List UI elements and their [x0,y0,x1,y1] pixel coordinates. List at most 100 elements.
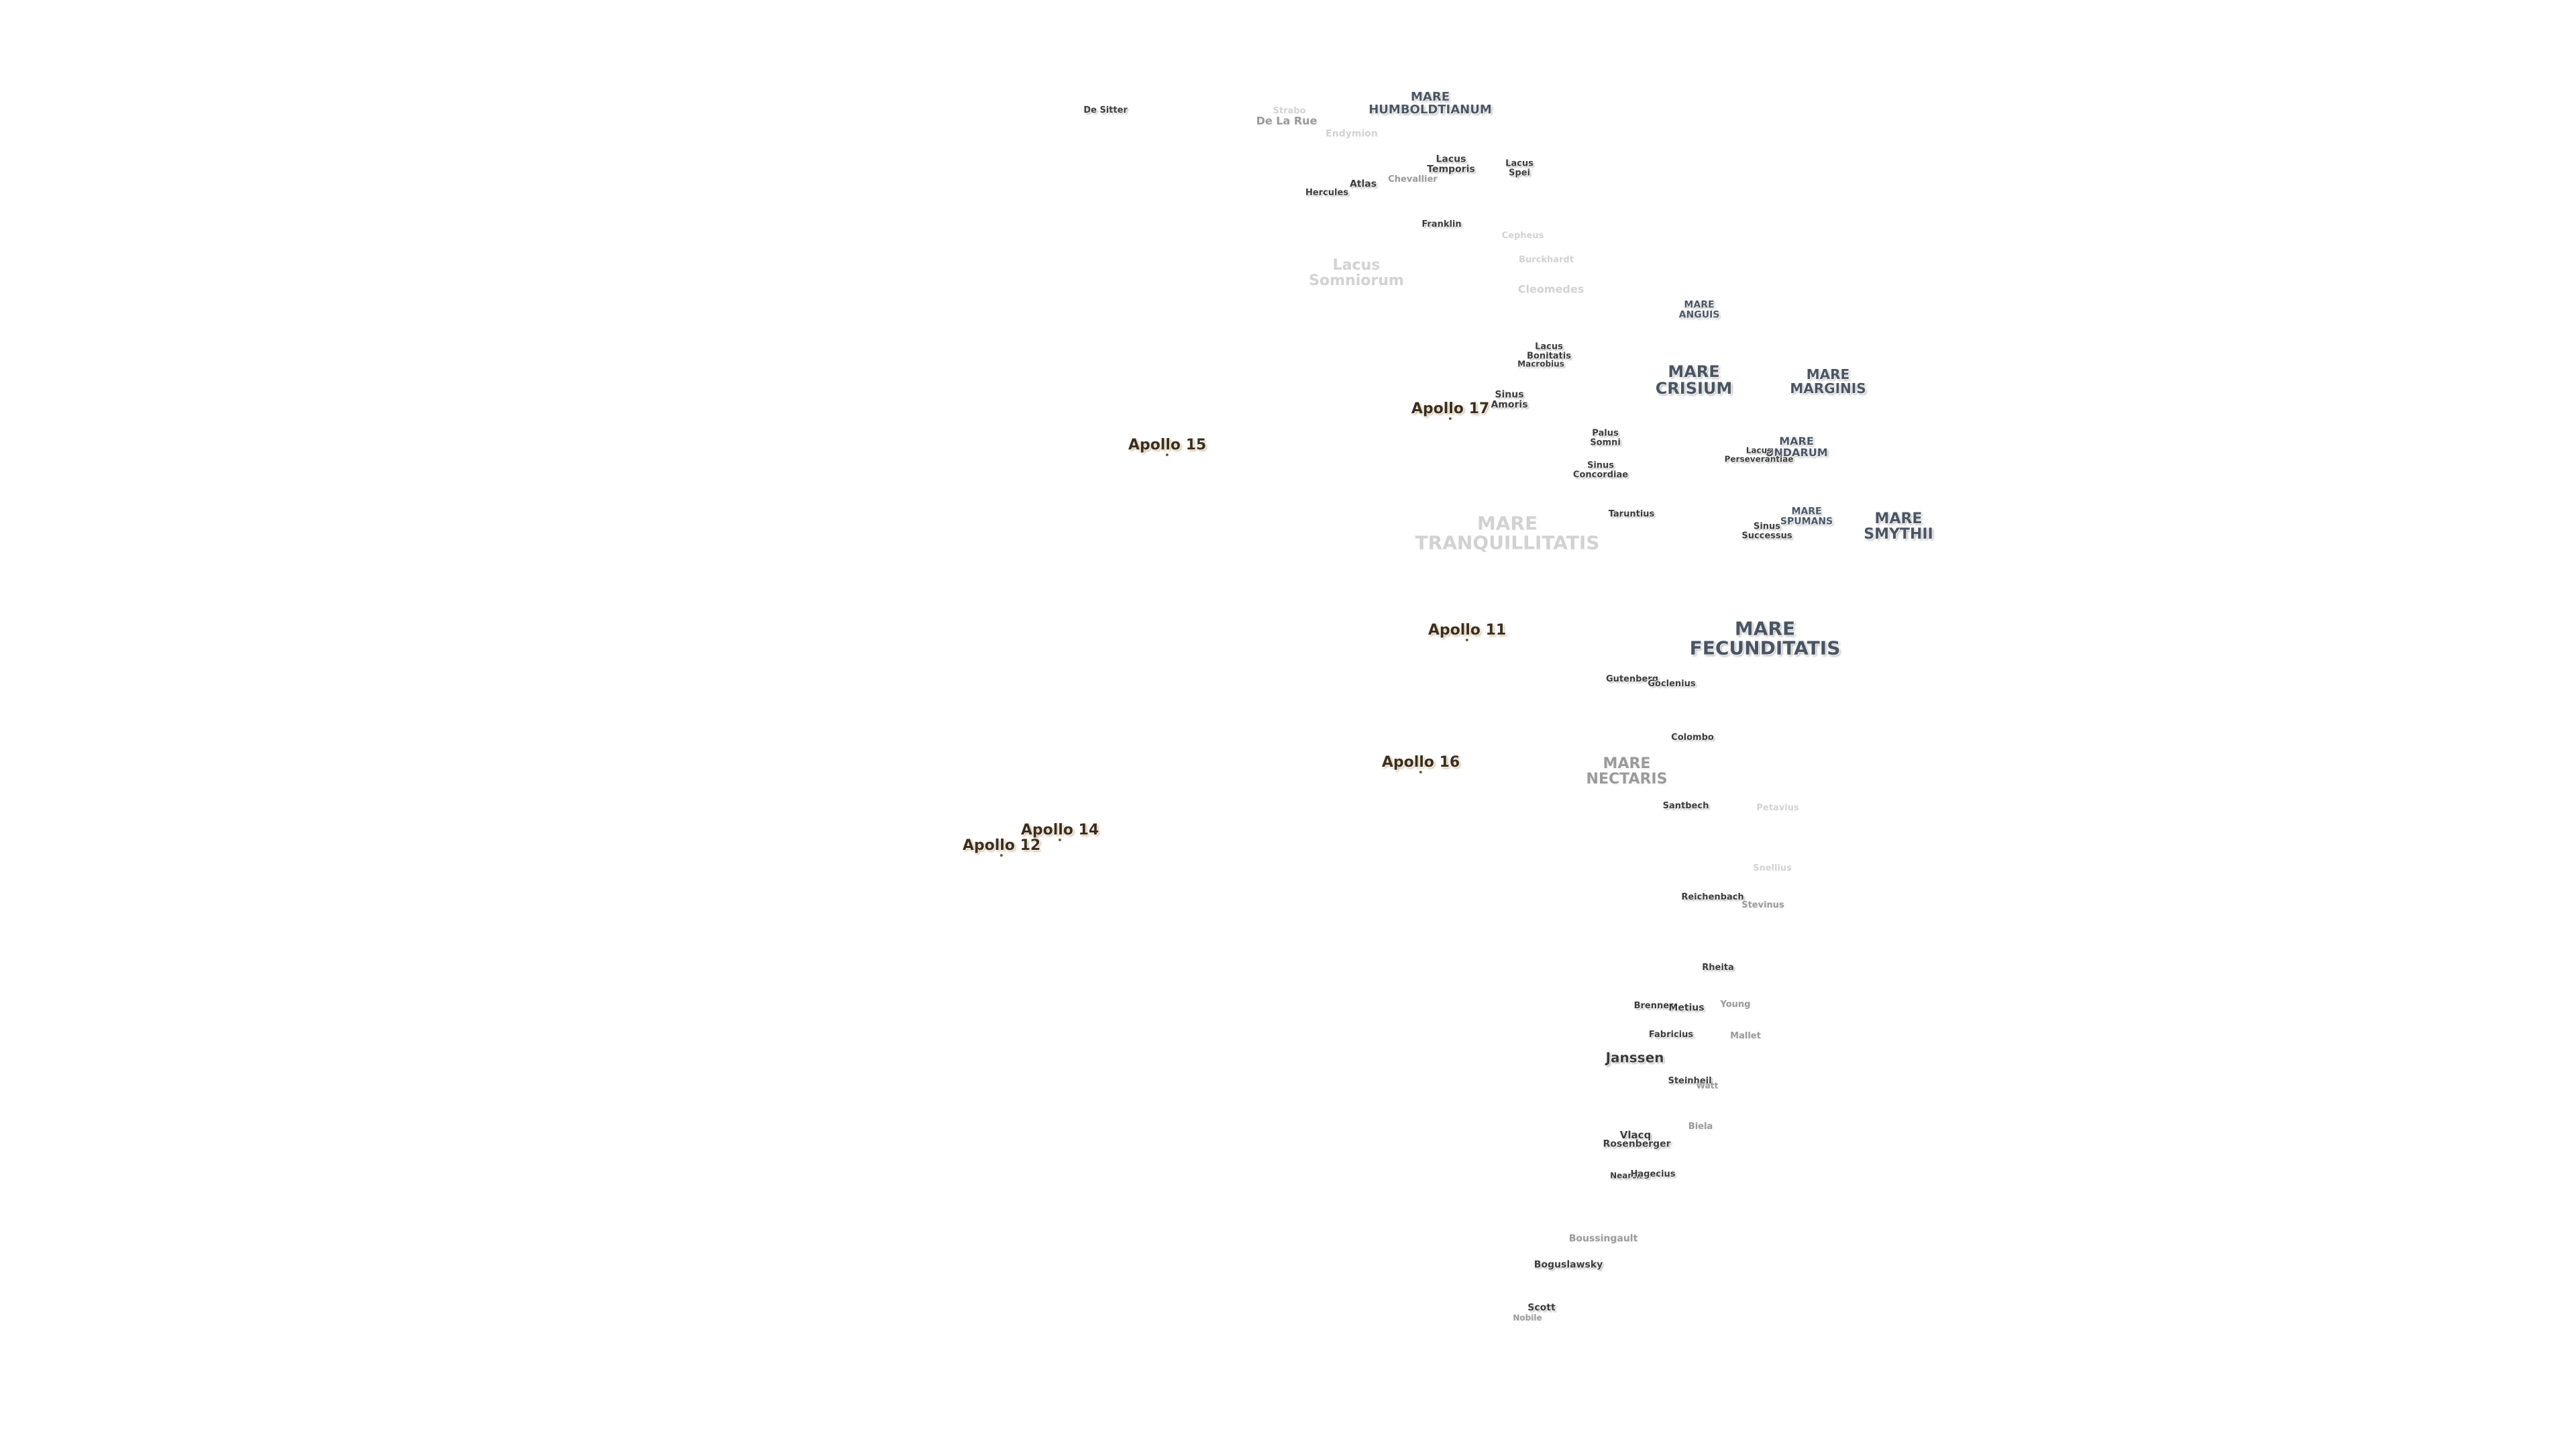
lacus-perseverantiae-label: Lacus Perseverantiae [1725,446,1794,463]
crater-young-label: Young [1720,1000,1751,1010]
crater-atlas-label: Atlas [1349,178,1377,190]
label-line: Somniorum [1309,272,1404,289]
label-line: HUMBOLDTIANUM [1368,103,1492,117]
crater-burckhardt-label: Burckhardt [1519,255,1574,266]
apollo-15-marker[interactable]: Apollo 15 [1128,436,1207,457]
apollo-11-marker[interactable]: Apollo 11 [1428,621,1507,642]
landing-site-dot-icon [1448,417,1452,421]
apollo-15-label: Apollo 15 [1128,436,1207,453]
label-line: MARE [1684,299,1715,311]
label-line: MARE [1791,506,1822,517]
lacus-somniorum-label: Lacus Somniorum [1309,258,1404,288]
label-line: UNDARUM [1765,446,1828,459]
label-line: Lacus [1505,158,1534,169]
label-line: Lacus [1436,154,1466,165]
mare-crisium-label: MARE CRISIUM [1655,362,1733,398]
label-line: MARGINIS [1790,380,1866,396]
label-line: Lacus [1332,256,1381,274]
apollo-12-marker[interactable]: Apollo 12 [963,838,1040,857]
mare-undarum-label: MARE UNDARUM [1765,435,1828,459]
crater-endymion-label: Endymion [1326,128,1378,140]
crater-mallet-label: Mallet [1730,1031,1761,1042]
crater-metius-label: Metius [1668,1002,1705,1014]
crater-nearch-label: Nearch [1610,1171,1642,1181]
crater-de-la-rue-label: De La Rue [1256,114,1318,127]
apollo-16-label: Apollo 16 [1381,753,1460,771]
crater-taruntius-label: Taruntius [1608,509,1655,520]
label-line: SMYTHII [1864,526,1933,543]
label-line: Concordiae [1572,470,1629,480]
landing-site-dot-icon [1058,839,1061,842]
apollo-17-label: Apollo 17 [1411,400,1490,417]
crater-strabo-label: Strabo [1273,106,1306,117]
lacus-temporis-label: Lacus Temporis [1427,154,1474,174]
label-line: TRANQUILLITATIS [1415,532,1600,554]
apollo-17-marker[interactable]: Apollo 17 [1411,400,1490,421]
mare-tranquillitatis-label: MARE TRANQUILLITATIS [1415,513,1600,554]
crater-hercules-label: Hercules [1305,188,1349,199]
sinus-amoris-label: Sinus Amoris [1491,390,1527,409]
crater-fabricius-label: Fabricius [1648,1030,1694,1040]
crater-steinheil-label: Steinheil [1668,1076,1712,1087]
label-line: Successus [1741,531,1792,541]
apollo-11-label: Apollo 11 [1428,621,1507,639]
label-line: MARE [1411,90,1450,105]
label-line: MARE [1734,617,1796,640]
label-line: Sinus [1753,521,1781,532]
landing-site-dot-icon [1165,453,1169,457]
mare-smythii-label: MARE SMYTHII [1864,511,1933,542]
label-line: Sinus [1495,389,1524,400]
crater-rheita-label: Rheita [1702,963,1734,973]
label-line: Sinus [1587,460,1615,471]
crater-boussingault-label: Boussingault [1568,1233,1638,1244]
label-line: Amoris [1491,399,1528,410]
label-line: Spei [1509,168,1530,178]
label-line: Lacus [1535,341,1563,352]
label-line: Lacus [1746,445,1772,455]
crater-vlacq-label: Vlacq [1619,1129,1652,1142]
apollo-16-marker[interactable]: Apollo 16 [1381,753,1460,774]
apollo-14-marker[interactable]: Apollo 14 [1020,821,1099,842]
label-line: SPUMANS [1780,516,1833,527]
crater-snellius-label: Snellius [1753,863,1792,874]
mare-spumans-label: MARE SPUMANS [1780,506,1833,526]
crater-watt-label: Watt [1696,1081,1719,1091]
landing-site-dot-icon [1000,854,1003,857]
label-line: Temporis [1427,164,1475,174]
crater-chevallier-label: Chevallier [1388,174,1438,185]
crater-biela-label: Biela [1688,1122,1713,1132]
label-line: MARE [1603,755,1651,772]
crater-franklin-label: Franklin [1421,219,1462,230]
label-line: NECTARIS [1586,771,1668,788]
mare-marginis-label: MARE MARGINIS [1790,368,1866,396]
crater-santbech-label: Santbech [1662,801,1709,812]
lacus-bonitatis-label: Lacus Bonitatis [1527,342,1571,360]
crater-brenner-label: Brenner [1633,1001,1674,1012]
crater-gutenberg-label: Gutenberg [1605,674,1659,685]
crater-goclenius-label: Goclenius [1648,679,1696,690]
label-line: MARE [1806,366,1850,382]
label-line: Perseverantiae [1724,454,1794,464]
label-line: CRISIUM [1655,379,1733,398]
mare-anguis-label: MARE ANGUIS [1679,300,1720,319]
label-line: Somni [1590,437,1621,447]
sinus-concordiae-label: Sinus Concordiae [1573,461,1628,479]
label-line: Bonitatis [1527,351,1571,361]
crater-rosenberger-label: Rosenberger [1603,1138,1671,1150]
palus-somni-label: Palus Somni [1590,429,1621,447]
crater-colombo-label: Colombo [1671,733,1714,743]
crater-stevinus-label: Stevinus [1741,900,1784,911]
crater-hagecius-label: Hagecius [1630,1169,1676,1180]
label-line: FECUNDITATIS [1689,637,1841,659]
crater-janssen-label: Janssen [1605,1049,1664,1066]
mare-nectaris-label: MARE NECTARIS [1587,756,1668,787]
apollo-14-label: Apollo 14 [1020,821,1099,839]
landing-site-dot-icon [1465,639,1468,642]
label-line: MARE [1668,362,1720,381]
crater-cleomedes-label: Cleomedes [1517,282,1585,296]
crater-cepheus-label: Cepheus [1501,231,1544,241]
crater-de-sitter-label: De Sitter [1083,105,1128,116]
crater-nobile-label: Nobile [1513,1313,1542,1323]
crater-scott-label: Scott [1527,1302,1556,1313]
